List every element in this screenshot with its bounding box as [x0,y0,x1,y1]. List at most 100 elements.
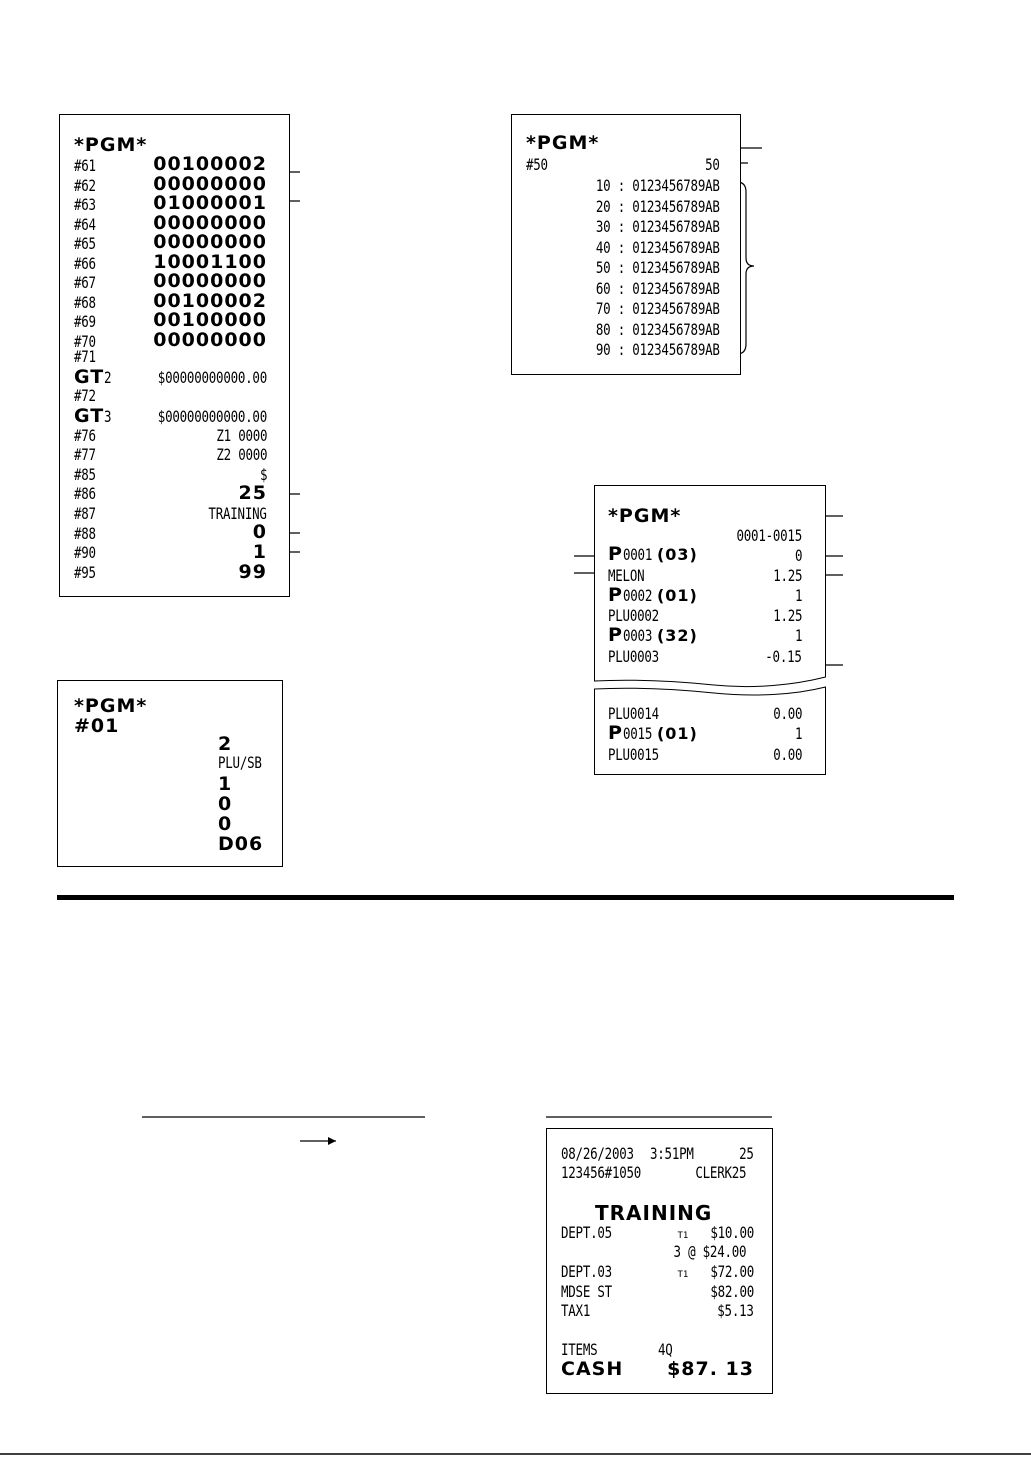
plu-price: -0.15 [765,647,803,666]
gt2-label: GT2 [74,366,112,388]
dept-name: DEPT.03 [561,1262,612,1281]
setting-code: #50 [526,155,548,174]
plu-value: 1 [794,626,803,645]
items-count: 4Q [658,1340,673,1359]
setting-value: 1 [252,541,267,563]
subtotal-label: MDSE ST [561,1282,612,1301]
message-line: 50 : 0123456789AB [596,258,720,277]
setting-value: 00000000 [153,231,267,253]
setting-code: #61 [74,156,96,175]
setting-code: #64 [74,214,96,234]
plu-entry: P0002(01) [608,584,698,606]
setting-value: 00000000 [153,328,267,351]
training-title: TRAINING [595,1201,713,1225]
training-text: TRAINING [208,504,267,523]
setting-code: #70 [74,331,96,351]
setting-code: #01 [74,715,120,737]
receipt-time: 3:51PM [650,1144,694,1163]
training-sales-receipt: 08/26/2003 3:51PM 25 123456#1050 CLERK25… [546,1128,773,1394]
tax-label: TAX1 [561,1301,591,1320]
gt2-value: $00000000000.00 [157,368,267,387]
setting-value: 25 [238,482,267,504]
dept-amount: T1 $72.00 [677,1262,755,1281]
consecutive-number: 123456#1050 [561,1163,642,1182]
setting-value: 01000001 [153,192,267,214]
cash-label: CASH [561,1358,624,1380]
setting-code: #86 [74,484,96,503]
plu-name: MELON [608,566,645,585]
message-line: 70 : 0123456789AB [596,299,720,318]
message-line: 20 : 0123456789AB [596,196,720,216]
items-label: ITEMS [561,1340,598,1359]
setting-code: #67 [74,273,96,292]
setting-value: 00000000 [153,172,267,195]
setting-code: #68 [74,292,96,312]
subtotal-value: $82.00 [710,1282,754,1301]
plu-name: PLU0003 [608,647,659,666]
pgm-receipt-system-settings: *PGM* #61 00100002 #62 00000000 #63 01000001 #… [59,114,290,597]
gt3-value: $00000000000.00 [157,407,267,426]
setting-value: 00100002 [153,289,267,312]
quantity-line: 3 @ $24.00 [673,1242,746,1261]
setting-code: #77 [74,445,96,464]
plu-entry: P0001(03) [608,543,698,565]
key-setting-value: 2 [218,733,233,755]
plu-value: 0 [794,546,803,565]
receipt-header: *PGM* [526,132,600,154]
dept-name: DEPT.05 [561,1223,612,1242]
setting-code: #69 [74,312,96,331]
key-setting-value: D06 [218,833,264,855]
torn-receipt-outline [594,485,826,775]
plu-name: PLU0015 [608,745,659,764]
plu-entry: P0015(01) [608,722,698,744]
z1-counter: Z1 0000 [216,426,267,445]
setting-value: 10001100 [153,250,267,273]
setting-code: #90 [74,543,96,562]
message-line: 90 : 0123456789AB [596,340,720,359]
setting-code: #66 [74,253,96,273]
message-line: 60 : 0123456789AB [596,278,720,298]
setting-code: #63 [74,195,96,214]
clerk-name: CLERK25 [695,1163,746,1182]
setting-code: #72 [74,386,96,405]
plu-entry: P0003(32) [608,624,698,646]
setting-value: 00100000 [153,309,267,331]
plu-name: PLU0014 [608,704,659,723]
plu-name: PLU0002 [608,606,659,625]
receipt-header: *PGM* [608,505,682,527]
setting-code: #95 [74,563,96,582]
setting-code: #88 [74,524,96,543]
setting-code: #85 [74,465,96,484]
key-setting-value: 1 [218,773,233,795]
setting-value: 99 [238,561,267,583]
receipt-number: 25 [739,1144,754,1163]
plu-range: 0001-0015 [736,526,802,545]
message-line: 40 : 0123456789AB [596,237,720,257]
setting-code: #76 [74,426,96,445]
dept-amount: T1 $10.00 [677,1223,755,1242]
pgm-receipt-plu: *PGM* 0001-0015 P0001(03) 0 MELON 1.25 P… [594,485,826,775]
setting-code: #71 [74,347,96,366]
key-setting-value: 0 [218,793,233,815]
message-line: 10 : 0123456789AB [596,176,720,195]
setting-value: 00100002 [153,153,267,175]
setting-code: #62 [74,175,96,195]
receipt-header: *PGM* [74,134,148,156]
setting-value: 00000000 [153,270,267,292]
plu-price: 1.25 [772,566,802,585]
setting-code: #65 [74,234,96,253]
setting-value: 0 [252,521,267,543]
receipt-date: 08/26/2003 [561,1144,634,1163]
plu-value: 1 [794,724,803,743]
z2-counter: Z2 0000 [216,445,267,464]
plu-price: 1.25 [772,606,802,625]
plu-price: 0.00 [772,745,802,764]
message-line: 30 : 0123456789AB [596,217,720,236]
setting-value: 00000000 [153,211,267,234]
plu-price: 0.00 [772,704,802,723]
key-setting-value: 0 [218,813,233,835]
message-line: 80 : 0123456789AB [596,319,720,339]
key-setting-value: PLU/SB [218,753,262,772]
